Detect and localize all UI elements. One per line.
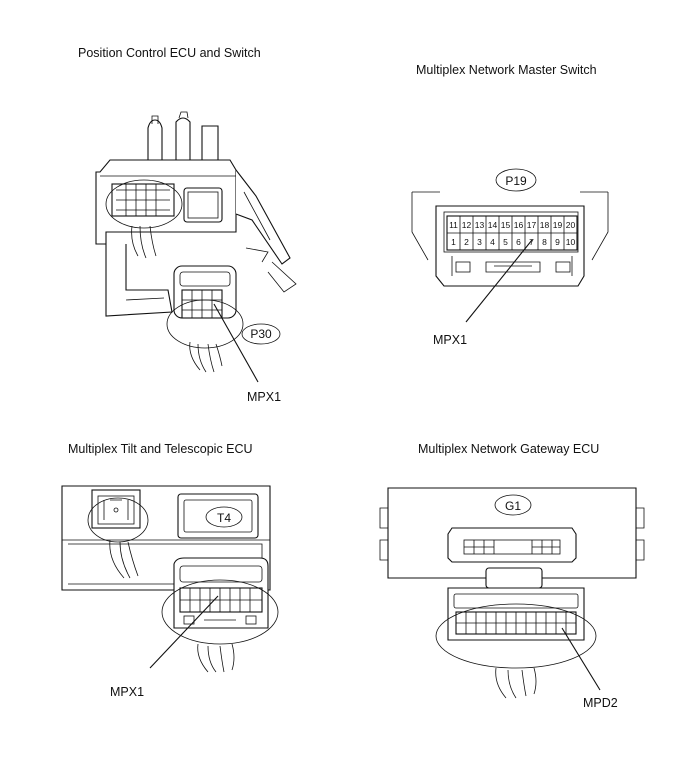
pin-20: 20: [566, 220, 576, 230]
panel-gateway: Multiplex Network Gateway ECU G1: [379, 442, 645, 710]
pin-14: 14: [488, 220, 498, 230]
pin-row-bottom: 1 2 3 4 5 6 7 8 9 10: [451, 237, 575, 247]
pin-4: 4: [490, 237, 495, 247]
pin-16: 16: [514, 220, 524, 230]
gateway-title: Multiplex Network Gateway ECU: [418, 442, 599, 456]
pin-7: 7: [529, 237, 534, 247]
p30-tag: P30: [250, 327, 272, 341]
pin-5: 5: [503, 237, 508, 247]
p19-tag-outline: [495, 168, 537, 192]
pin-6: 6: [516, 237, 521, 247]
pin-12: 12: [462, 220, 472, 230]
p30-tag-outline: [241, 323, 281, 345]
tilt-telescopic-title: Multiplex Tilt and Telescopic ECU: [68, 442, 253, 456]
panel-tilt-telescopic: Multiplex Tilt and Telescopic ECU T4: [61, 442, 279, 699]
position-control-title: Position Control ECU and Switch: [78, 46, 261, 60]
pin-row-top: 11 12 13 14 15 16 17 18 19 20: [449, 220, 575, 230]
pin-8: 8: [542, 237, 547, 247]
panel-master-switch: Multiplex Network Master Switch P19 11 1…: [411, 63, 609, 347]
pin-15: 15: [501, 220, 511, 230]
t4-tag: T4: [217, 511, 231, 525]
master-switch-pointer-label: MPX1: [433, 333, 467, 347]
pin-9: 9: [555, 237, 560, 247]
pin-3: 3: [477, 237, 482, 247]
tilt-telescopic-pointer-label: MPX1: [110, 685, 144, 699]
position-control-pointer-label: MPX1: [247, 390, 281, 404]
panel-position-control: Position Control ECU and Switch: [78, 46, 297, 404]
t4-tag-outline: [205, 506, 243, 528]
pin-19: 19: [553, 220, 563, 230]
pin-10: 10: [566, 237, 576, 247]
gateway-pointer-label: MPD2: [583, 696, 618, 710]
pin-13: 13: [475, 220, 485, 230]
pin-11: 11: [449, 220, 458, 230]
pin-2: 2: [464, 237, 469, 247]
g1-tag-outline: [494, 494, 532, 516]
pin-1: 1: [451, 237, 456, 247]
p19-tag: P19: [505, 174, 527, 188]
pin-18: 18: [540, 220, 550, 230]
master-switch-title: Multiplex Network Master Switch: [416, 63, 597, 77]
pin-17: 17: [527, 220, 537, 230]
g1-tag: G1: [505, 499, 521, 513]
